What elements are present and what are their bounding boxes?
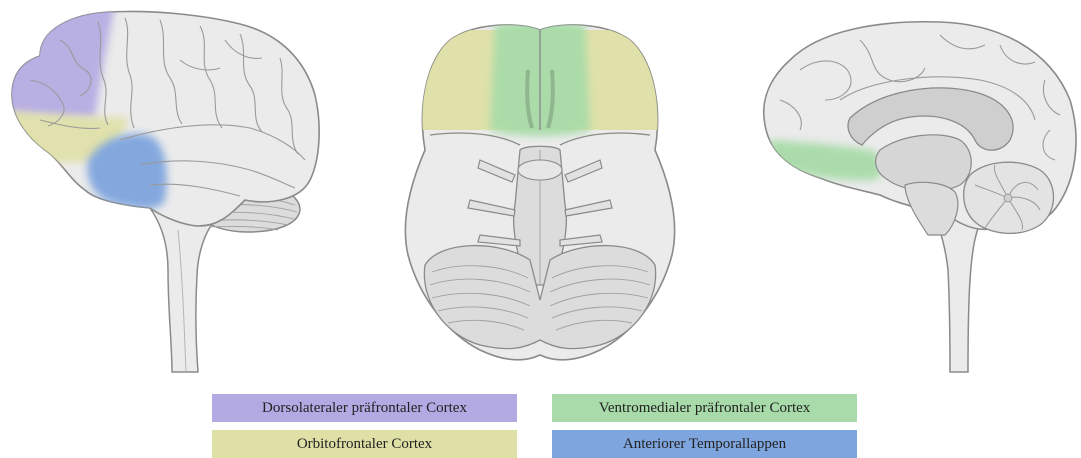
medial-brain-view <box>764 22 1076 372</box>
ventral-brain-view <box>405 21 674 359</box>
medial-midbrain <box>905 182 958 235</box>
lateral-brain-view <box>5 5 319 372</box>
